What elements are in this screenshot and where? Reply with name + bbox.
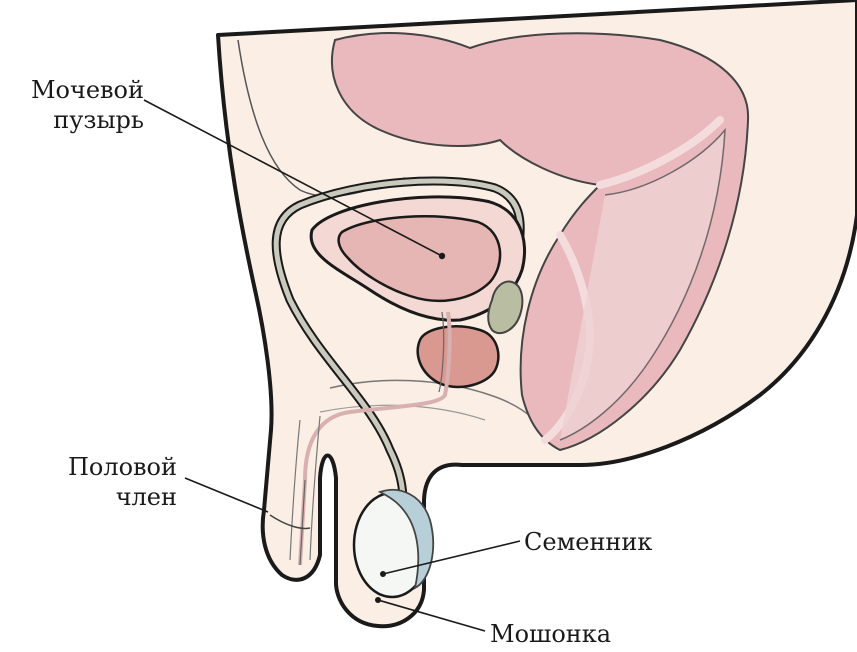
- label-bladder-line-2: пузырь: [10, 105, 144, 135]
- prostate: [418, 326, 499, 387]
- label-bladder: Мочевой пузырь: [10, 75, 144, 135]
- label-testis: Семенник: [524, 527, 652, 557]
- label-penis: Половой член: [10, 452, 177, 512]
- label-bladder-line-1: Мочевой: [10, 75, 144, 105]
- label-penis-line-1: Половой: [10, 452, 177, 482]
- label-scrotum: Мошонка: [490, 619, 611, 649]
- label-penis-line-2: член: [10, 482, 177, 512]
- leader-line-penis: [185, 478, 268, 512]
